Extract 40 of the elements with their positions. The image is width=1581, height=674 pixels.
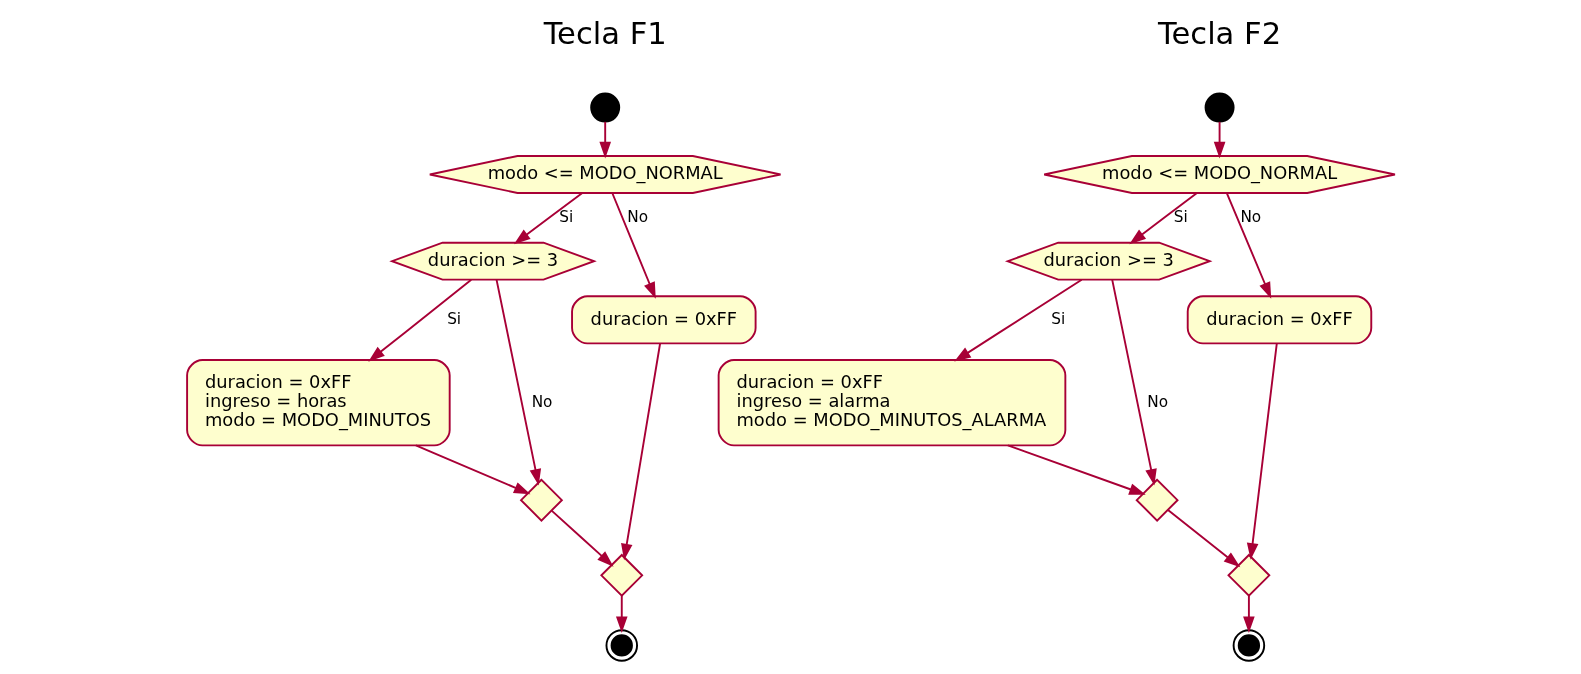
arrow: [1110, 278, 1157, 486]
edge-label: No: [1239, 207, 1261, 226]
node-circle: [1232, 629, 1265, 662]
label: Tecla F1: [543, 16, 667, 52]
arrow: [610, 192, 656, 299]
arrow: [1246, 342, 1278, 560]
edge-label: No: [626, 207, 648, 226]
node-circle: [605, 629, 638, 662]
edge-label: No: [1146, 392, 1168, 411]
node-diamond: [1134, 478, 1179, 522]
arrow: [1242, 594, 1255, 633]
arrow: [513, 192, 583, 245]
node-diamond: [599, 553, 643, 598]
arrow: [550, 509, 614, 567]
edge-label: Si: [558, 207, 573, 226]
edge-label: Si: [1173, 207, 1188, 226]
arrow: [598, 120, 611, 159]
arrow: [495, 278, 541, 486]
node-diamond: [519, 478, 563, 522]
edge-label: Si: [446, 309, 461, 328]
arrow: [1166, 509, 1240, 568]
arrow: [620, 342, 661, 561]
arrow: [1213, 120, 1225, 159]
arrow: [414, 444, 531, 495]
arrow: [615, 594, 628, 633]
node-box: duracion = 0xFF ingreso = horas modo = MODO_MINUTOS: [185, 359, 451, 447]
node-diamond: [1226, 553, 1271, 598]
arrow: [1006, 444, 1146, 495]
arrow: [367, 278, 472, 362]
node-box: duracion = 0xFF: [1186, 295, 1372, 345]
node-circle: [589, 92, 620, 123]
arrow: [1128, 192, 1198, 245]
node-box: duracion = 0xFF: [570, 295, 757, 345]
arrow: [1225, 192, 1271, 299]
node-box: duracion = 0xFF ingreso = alarma modo = MODO_MINUTOS_ALARMA: [717, 359, 1066, 447]
edge-label: No: [531, 392, 552, 411]
arrow: [953, 278, 1083, 362]
node-circle: [1204, 92, 1235, 123]
edge-label: Si: [1050, 309, 1065, 328]
label: Tecla F2: [1157, 16, 1281, 52]
